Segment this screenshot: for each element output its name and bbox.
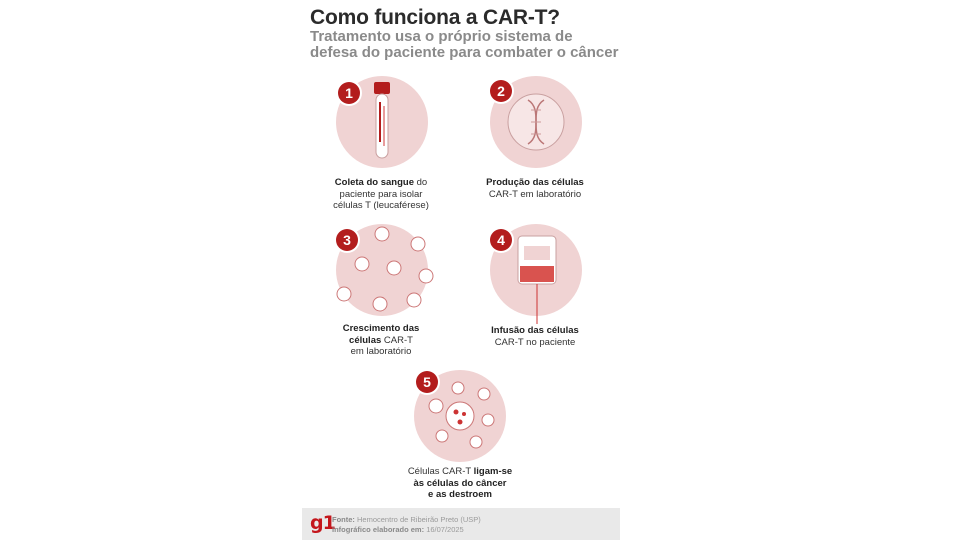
step-1-badge: 1 [338,82,360,104]
car-t-cells-icon [336,226,434,312]
step-3-bold-a: Crescimento das [342,323,420,334]
step-1-caption: Coleta do sangue do paciente para isolar… [296,177,466,212]
date-label: Infográfico elaborado em: [332,524,425,534]
step-4-caption: Infusão das células CAR-T no paciente [450,325,620,348]
step-5-bold-b: às células do câncer [413,477,507,489]
step-2-caption: Produção das células CAR-T em laboratóri… [450,177,620,200]
footer-source: Fonte: Hemocentro de Ribeirão Preto (USP… [332,515,481,534]
step-1-text-a: do [413,177,428,188]
step-3-text-a: CAR-T [381,334,413,346]
source-label: Fonte: [332,515,355,524]
step-5-bold-c: e as destroem [428,489,492,500]
step-4-bold: Infusão das células [491,325,579,336]
step-3-bold-b: células [349,334,382,346]
g1-logo: g1 [310,512,336,534]
step-1-text-b: paciente para isolar [339,188,423,200]
step-1-text-c: células T (leucaférese) [333,200,429,211]
infographic-subtitle: Tratamento usa o próprio sistema de defe… [310,28,619,61]
step-2-bold: Produção das células [486,177,584,188]
date-value: 16/07/2025 [424,524,464,534]
infographic-title: Como funciona a CAR-T? [310,6,560,29]
cancer-cell-attack-icon [428,381,495,449]
step-1-bold: Coleta do sangue [334,177,414,188]
step-5-caption: Células CAR-T ligam-se às células do cân… [375,466,545,501]
footer: g1 Fonte: Hemocentro de Ribeirão Preto (… [302,508,620,540]
iv-bag-icon [517,235,557,324]
step-2-badge: 2 [490,80,512,102]
source-value: Hemocentro de Ribeirão Preto (USP) [354,515,481,524]
step-3-caption: Crescimento das células CAR-T em laborat… [296,323,466,358]
blood-tube-icon [374,82,390,159]
step-5-badge: 5 [416,371,438,393]
dna-cell-icon [507,93,565,151]
step-2-text-b: CAR-T em laboratório [488,188,582,200]
step-3-badge: 3 [336,229,358,251]
step-4-badge: 4 [490,229,512,251]
step-4-text-b: CAR-T no paciente [494,336,576,348]
step-3-text-b: em laboratório [350,346,412,357]
step-3-illustration [336,224,434,316]
step-5-bold-a: ligam-se [473,466,513,477]
step-5-text-a: Células CAR-T [407,466,474,477]
infographic: Como funciona a CAR-T? Tratamento usa o … [302,0,620,540]
